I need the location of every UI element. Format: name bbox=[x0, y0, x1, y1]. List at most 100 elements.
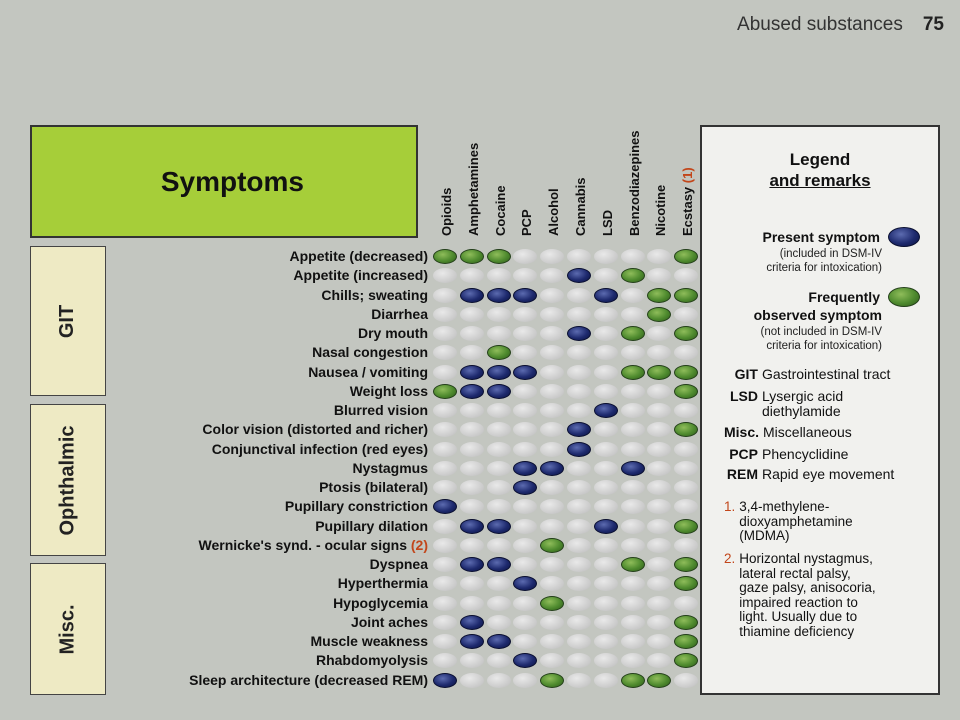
cell-present bbox=[513, 576, 538, 592]
cell-empty bbox=[620, 403, 645, 418]
legend-present-note: (included in DSM-IV criteria for intoxic… bbox=[766, 247, 882, 275]
symptom-text: Hyperthermia bbox=[337, 575, 428, 592]
cell-frequent bbox=[674, 249, 699, 264]
cell-empty bbox=[647, 653, 672, 669]
symptom-text: Wernicke's synd. - ocular signs bbox=[198, 536, 407, 553]
legend-panel: Legend and remarks Present symptom (incl… bbox=[700, 125, 940, 695]
symptom-label: Chills; sweating bbox=[321, 286, 428, 305]
symptom-text: Dry mouth bbox=[358, 325, 428, 341]
cell-empty bbox=[540, 249, 565, 264]
cell-frequent bbox=[674, 653, 699, 669]
cell-empty bbox=[486, 480, 511, 495]
cell-empty bbox=[433, 576, 457, 592]
cell-empty bbox=[567, 499, 591, 515]
cell-empty bbox=[486, 460, 511, 476]
symptom-label: Nasal congestion bbox=[312, 343, 428, 362]
cell-empty bbox=[486, 595, 511, 611]
cell-empty bbox=[459, 422, 484, 438]
cell-empty bbox=[433, 653, 457, 669]
cell-empty bbox=[486, 499, 511, 515]
cell-present bbox=[620, 460, 645, 476]
remark-item: 1.3,4-methylene- dioxyamphetamine (MDMA) bbox=[724, 499, 934, 544]
cell-empty bbox=[593, 383, 618, 399]
cell-empty bbox=[433, 614, 457, 630]
cell-empty bbox=[647, 614, 672, 630]
column-header-ecstasy: Ecstasy (1) bbox=[680, 167, 695, 236]
cell-empty bbox=[620, 441, 645, 457]
symptom-text: Pupillary constriction bbox=[284, 498, 428, 515]
column-label: Nicotine bbox=[653, 184, 669, 236]
column-label: Ecstasy bbox=[680, 186, 696, 236]
cell-present bbox=[593, 287, 618, 303]
cell-empty bbox=[674, 403, 699, 418]
cell-empty bbox=[674, 268, 699, 284]
cell-empty bbox=[540, 576, 565, 592]
cell-empty bbox=[620, 306, 645, 322]
cell-empty bbox=[513, 383, 538, 399]
cell-empty bbox=[540, 499, 565, 515]
cell-empty bbox=[433, 422, 457, 438]
cell-empty bbox=[513, 499, 538, 515]
cell-empty bbox=[486, 306, 511, 322]
cell-empty bbox=[540, 383, 565, 399]
cell-empty bbox=[540, 653, 565, 669]
cell-present bbox=[459, 287, 484, 303]
cell-empty bbox=[620, 287, 645, 303]
cell-empty bbox=[486, 672, 511, 688]
section-tab-ophthalmic: Ophthalmic bbox=[30, 404, 106, 556]
cell-empty bbox=[593, 576, 618, 592]
symptom-label: Sleep architecture (decreased REM) bbox=[189, 671, 428, 690]
cell-empty bbox=[567, 595, 591, 611]
legend-present-row: Present symptom bbox=[763, 227, 920, 247]
cell-empty bbox=[567, 460, 591, 476]
column-label: Amphetamines bbox=[465, 142, 481, 236]
cell-empty bbox=[647, 345, 672, 361]
abbreviation-term: Miscellaneous bbox=[763, 425, 852, 440]
symptom-label: Nausea / vomiting bbox=[308, 363, 428, 382]
cell-empty bbox=[620, 480, 645, 495]
symptom-text: Joint aches bbox=[350, 613, 428, 630]
cell-present bbox=[486, 557, 511, 572]
column-header-nicotine: Nicotine bbox=[653, 185, 668, 236]
cell-empty bbox=[513, 306, 538, 322]
symptom-text: Sleep architecture (decreased REM) bbox=[189, 671, 428, 688]
cell-frequent bbox=[674, 364, 699, 380]
symptom-label: Hypoglycemia bbox=[333, 594, 428, 613]
column-label: PCP bbox=[519, 209, 535, 236]
cell-empty bbox=[433, 441, 457, 457]
abbreviation-term-1: Rapid eye movement bbox=[762, 466, 895, 482]
cell-empty bbox=[593, 441, 618, 457]
symptom-text: Pupillary dilation bbox=[315, 517, 428, 534]
symptom-text: Nystagmus bbox=[352, 459, 428, 476]
cell-frequent bbox=[674, 326, 699, 341]
symptom-text: Rhabdomyolysis bbox=[315, 652, 428, 669]
symptom-text: Conjunctival infection (red eyes) bbox=[211, 440, 428, 457]
section-label: GIT bbox=[56, 304, 79, 338]
section-tab-misc: Misc. bbox=[30, 563, 106, 695]
section-tab-git: GIT bbox=[30, 246, 106, 396]
cell-empty bbox=[567, 634, 591, 649]
symptom-label: Joint aches bbox=[351, 613, 428, 632]
cell-frequent bbox=[674, 383, 699, 399]
column-header-amphetamines: Amphetamines bbox=[466, 143, 481, 236]
cell-frequent bbox=[647, 672, 672, 688]
symptom-label: Hyperthermia bbox=[338, 574, 428, 593]
cell-empty bbox=[647, 441, 672, 457]
cell-empty bbox=[620, 634, 645, 649]
symptom-text: Nasal congestion bbox=[312, 344, 428, 361]
cell-empty bbox=[433, 364, 457, 380]
cell-present bbox=[567, 441, 591, 457]
cell-empty bbox=[433, 403, 457, 418]
cell-frequent bbox=[486, 249, 511, 264]
cell-frequent bbox=[674, 557, 699, 572]
cell-empty bbox=[593, 364, 618, 380]
column-header-pcp: PCP bbox=[519, 209, 534, 236]
symptom-text: Nausea / vomiting bbox=[308, 363, 428, 380]
cell-present bbox=[513, 653, 538, 669]
column-header-alcohol: Alcohol bbox=[546, 188, 561, 236]
cell-present bbox=[486, 364, 511, 380]
cell-empty bbox=[459, 306, 484, 322]
cell-frequent bbox=[674, 287, 699, 303]
symptom-label: Dyspnea bbox=[370, 555, 428, 574]
symptom-label: Ptosis (bilateral) bbox=[319, 478, 428, 497]
